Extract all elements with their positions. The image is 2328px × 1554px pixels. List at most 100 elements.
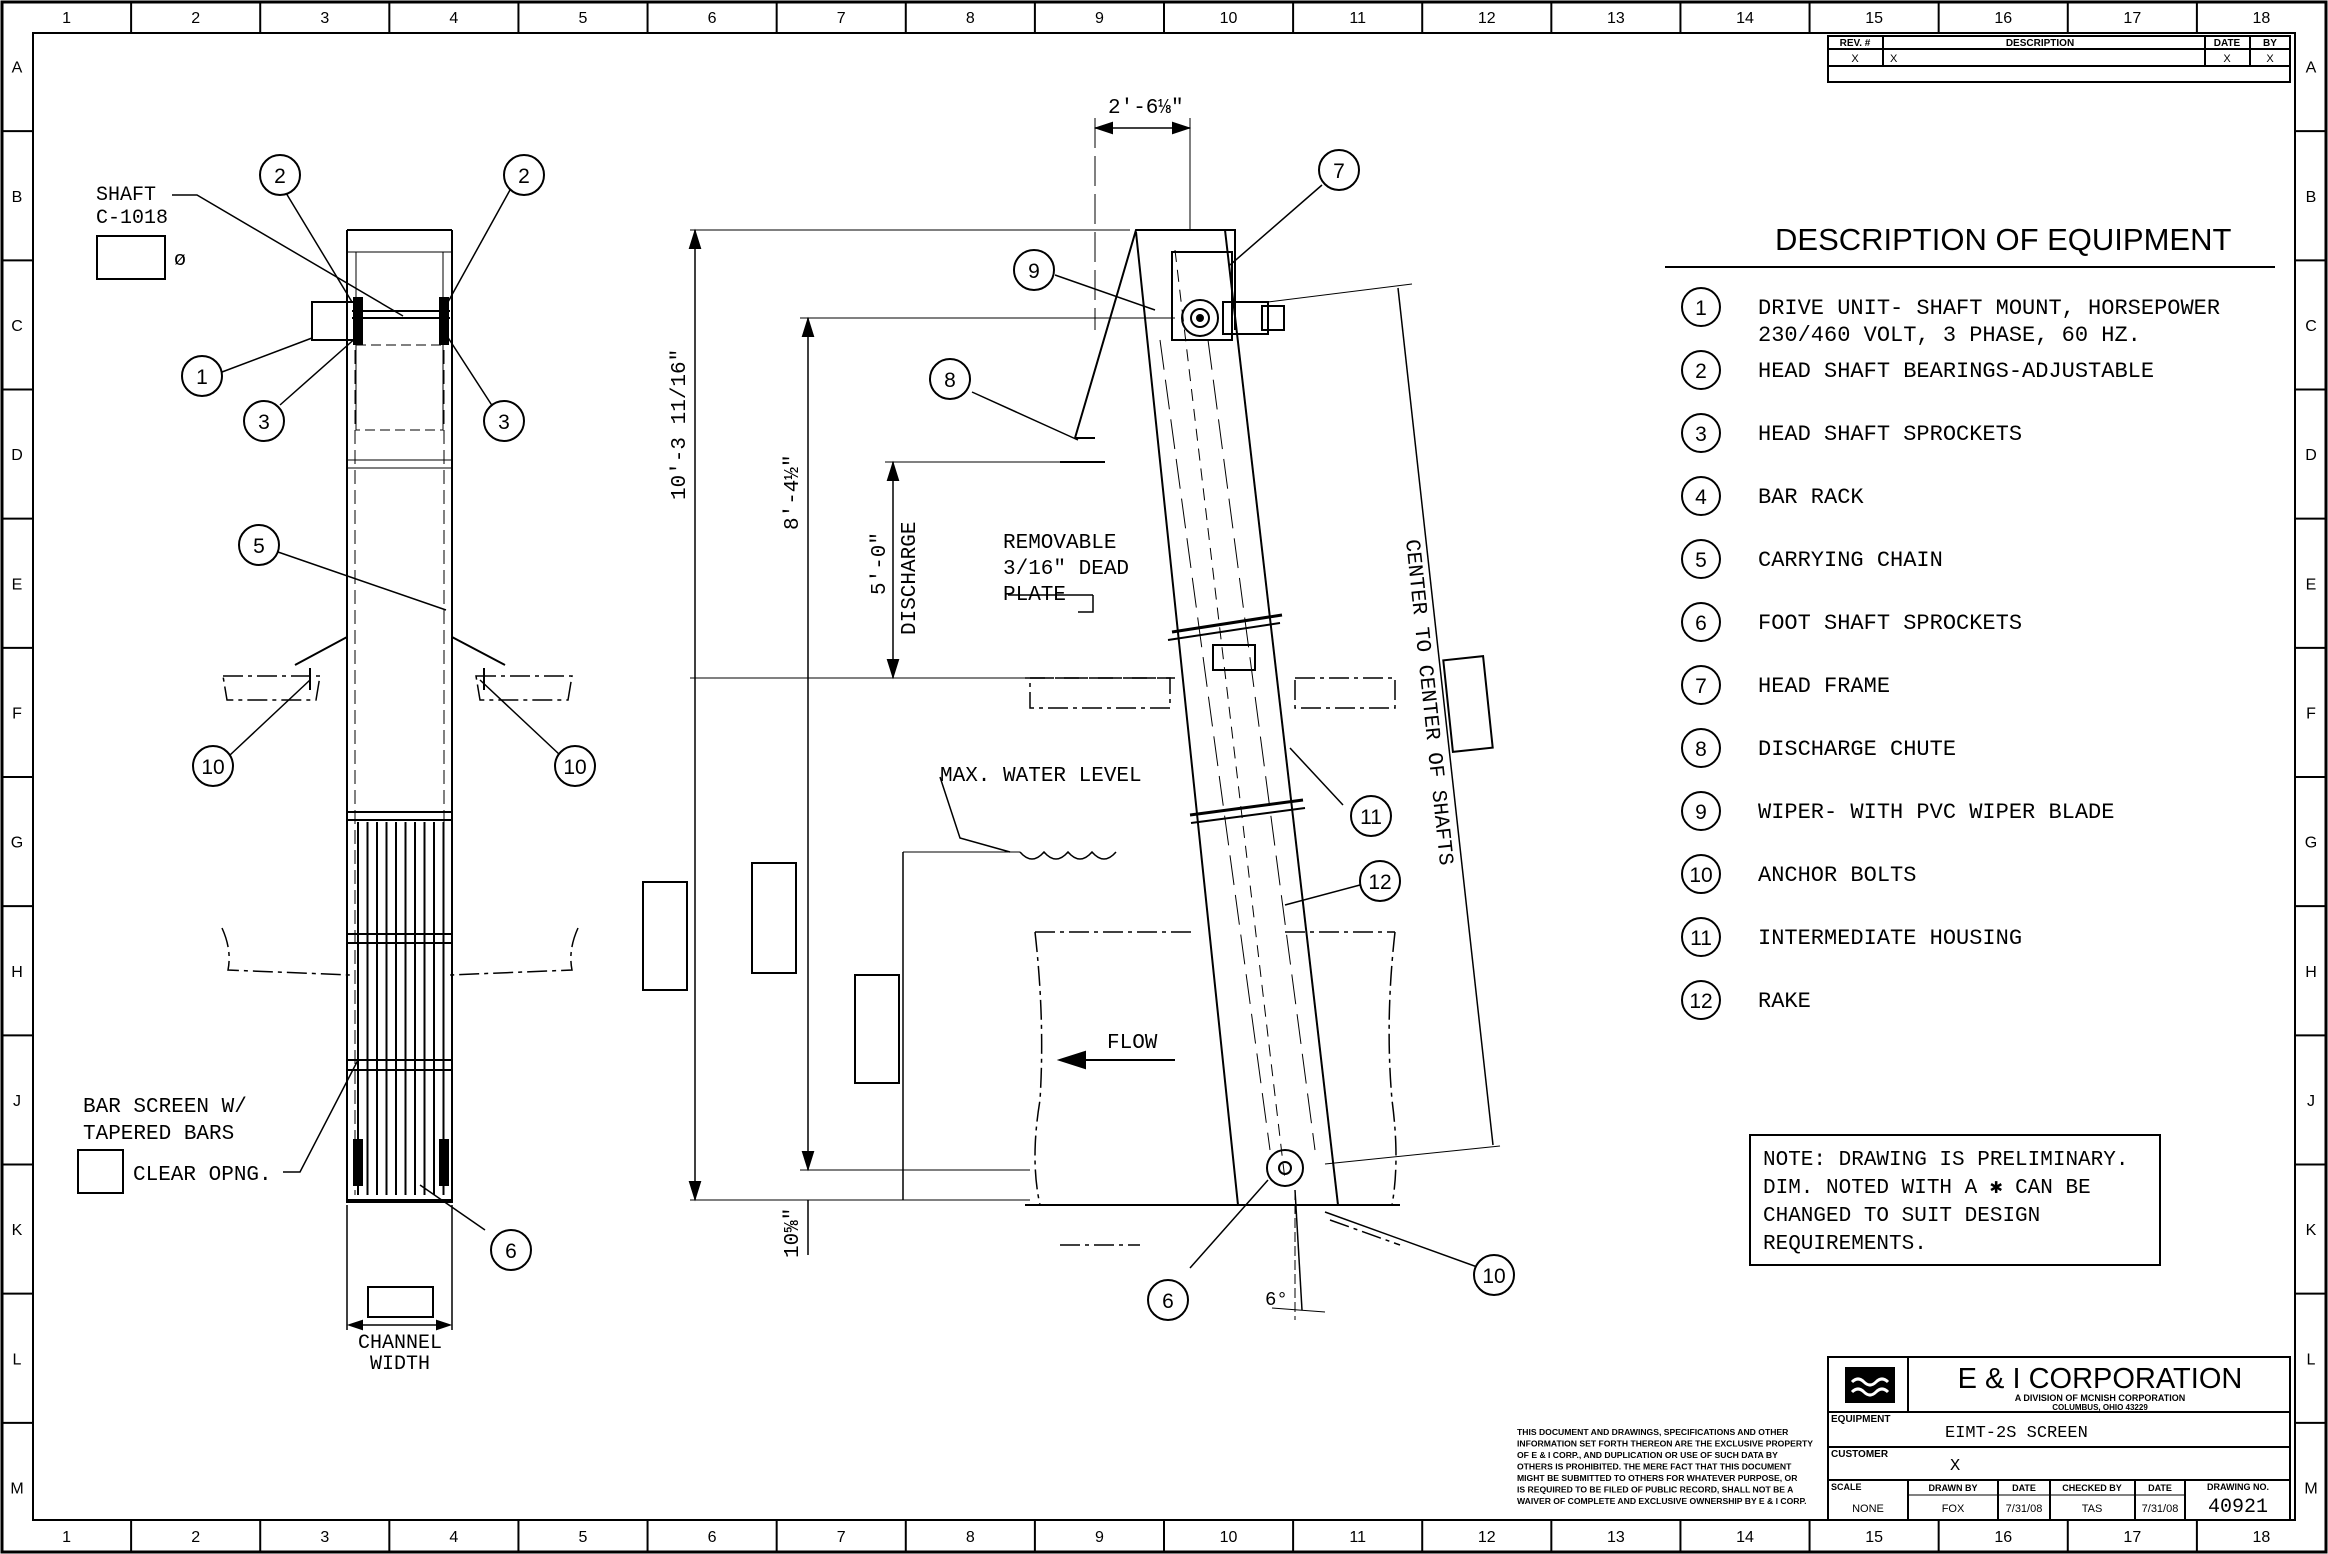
discharge-label: DISCHARGE bbox=[899, 522, 922, 635]
row-label-right-B: B bbox=[2306, 189, 2317, 206]
balloon-8: 8 bbox=[929, 358, 971, 400]
balloon-10: 10 bbox=[1473, 1254, 1515, 1296]
column-label-top-15: 15 bbox=[1865, 10, 1883, 27]
balloon-circle bbox=[181, 355, 223, 397]
row-label-right-G: G bbox=[2305, 835, 2317, 852]
row-label-right-A: A bbox=[2306, 60, 2317, 77]
rev-value-date: X bbox=[2223, 53, 2231, 65]
column-label-top-1: 1 bbox=[62, 10, 71, 27]
row-label-right-J: J bbox=[2307, 1093, 2315, 1110]
disclaimer: THIS DOCUMENT AND DRAWINGS, SPECIFICATIO… bbox=[1517, 1427, 1813, 1506]
dim-bottom: 10⅝″ bbox=[782, 1208, 805, 1258]
row-label-right-M: M bbox=[2304, 1480, 2317, 1497]
max-water-label: MAX. WATER LEVEL bbox=[940, 765, 1142, 788]
balloon-circle bbox=[238, 524, 280, 566]
row-label-left-L: L bbox=[13, 1351, 22, 1368]
balloon-number: 7 bbox=[1333, 160, 1345, 183]
drawn-by-value: FOX bbox=[1942, 1503, 1965, 1515]
checked-by-value: TAS bbox=[2082, 1503, 2103, 1515]
column-label-bottom-2: 2 bbox=[191, 1529, 200, 1546]
item-number: 3 bbox=[1695, 423, 1707, 446]
column-label-top-4: 4 bbox=[449, 10, 458, 27]
disclaimer-line: IS REQUIRED TO BE FILED OF PUBLIC RECORD… bbox=[1517, 1485, 1793, 1495]
item-text: HEAD FRAME bbox=[1758, 674, 1890, 699]
row-label-right-E: E bbox=[2306, 576, 2317, 593]
rev-header-by: BY bbox=[2263, 38, 2277, 49]
drawing-no-label: DRAWING NO. bbox=[2207, 1482, 2269, 1492]
item-text: HEAD SHAFT BEARINGS-ADJUSTABLE bbox=[1758, 359, 2154, 384]
column-label-top-18: 18 bbox=[2253, 10, 2271, 27]
bar-screen-label-2: TAPERED BARS bbox=[83, 1123, 234, 1146]
flow-label: FLOW bbox=[1107, 1032, 1158, 1055]
column-label-bottom-3: 3 bbox=[320, 1529, 329, 1546]
item-balloon bbox=[1681, 854, 1721, 894]
row-label-left-G: G bbox=[11, 835, 23, 852]
balloon-number: 1 bbox=[196, 366, 208, 389]
column-label-bottom-18: 18 bbox=[2253, 1529, 2271, 1546]
column-label-top-5: 5 bbox=[579, 10, 588, 27]
item-balloon bbox=[1681, 917, 1721, 957]
column-label-top-7: 7 bbox=[837, 10, 846, 27]
balloon-number: 10 bbox=[563, 756, 586, 779]
disclaimer-line: INFORMATION SET FORTH THEREON ARE THE EX… bbox=[1517, 1439, 1813, 1449]
balloon-2: 2 bbox=[503, 154, 545, 196]
column-label-bottom-12: 12 bbox=[1478, 1529, 1496, 1546]
drawn-date-label: DATE bbox=[2012, 1483, 2036, 1493]
side-view bbox=[642, 118, 1501, 1320]
side-view-leaders bbox=[939, 184, 1481, 1269]
company-name: E & I CORPORATION bbox=[1958, 1363, 2243, 1395]
balloon-circle bbox=[929, 358, 971, 400]
balloon-number: 9 bbox=[1028, 260, 1040, 283]
diameter-symbol: ø bbox=[174, 249, 186, 272]
disclaimer-line: OTHERS IS PROHIBITED. THE MERE FACT THAT… bbox=[1517, 1462, 1792, 1472]
scale-label: SCALE bbox=[1831, 1482, 1862, 1492]
item-text: DISCHARGE CHUTE bbox=[1758, 737, 1956, 762]
balloon-number: 11 bbox=[1360, 806, 1382, 829]
column-label-bottom-6: 6 bbox=[708, 1529, 717, 1546]
dim-overall: 10′-3 11/16″ bbox=[669, 349, 692, 500]
column-label-bottom-14: 14 bbox=[1736, 1529, 1754, 1546]
checked-date-value: 7/31/08 bbox=[2142, 1503, 2179, 1515]
channel-label-2: WIDTH bbox=[370, 1353, 430, 1376]
balloon-number: 5 bbox=[253, 535, 265, 558]
rev-value-description: X bbox=[1890, 53, 1898, 65]
balloon-10: 10 bbox=[192, 745, 234, 787]
shaft-label: SHAFT bbox=[96, 184, 156, 207]
balloon-number: 3 bbox=[258, 411, 270, 434]
item-number: 9 bbox=[1695, 801, 1707, 824]
column-label-bottom-7: 7 bbox=[837, 1529, 846, 1546]
balloon-number: 2 bbox=[518, 165, 530, 188]
column-label-bottom-10: 10 bbox=[1220, 1529, 1238, 1546]
balloon-3: 3 bbox=[243, 400, 285, 442]
balloon-circle bbox=[554, 745, 596, 787]
dead-plate-label-1: REMOVABLE bbox=[1003, 532, 1116, 555]
balloon-circle bbox=[192, 745, 234, 787]
column-label-top-12: 12 bbox=[1478, 10, 1496, 27]
column-label-top-17: 17 bbox=[2123, 10, 2141, 27]
item-number: 7 bbox=[1695, 675, 1707, 698]
row-label-left-C: C bbox=[11, 318, 23, 335]
shaft-material: C-1018 bbox=[96, 207, 168, 230]
balloon-number: 8 bbox=[944, 369, 956, 392]
item-text: DRIVE UNIT- SHAFT MOUNT, HORSEPOWER bbox=[1758, 296, 2220, 321]
front-view bbox=[77, 229, 579, 1331]
column-label-top-10: 10 bbox=[1220, 10, 1238, 27]
dim-discharge: 5′-0″ bbox=[869, 532, 892, 595]
row-label-right-H: H bbox=[2305, 964, 2317, 981]
column-label-top-3: 3 bbox=[320, 10, 329, 27]
item-balloon bbox=[1681, 539, 1721, 579]
balloon-10: 10 bbox=[554, 745, 596, 787]
balloon-circle bbox=[259, 154, 301, 196]
description-item-7: 7 HEAD FRAME bbox=[1681, 665, 1890, 705]
column-label-top-14: 14 bbox=[1736, 10, 1754, 27]
